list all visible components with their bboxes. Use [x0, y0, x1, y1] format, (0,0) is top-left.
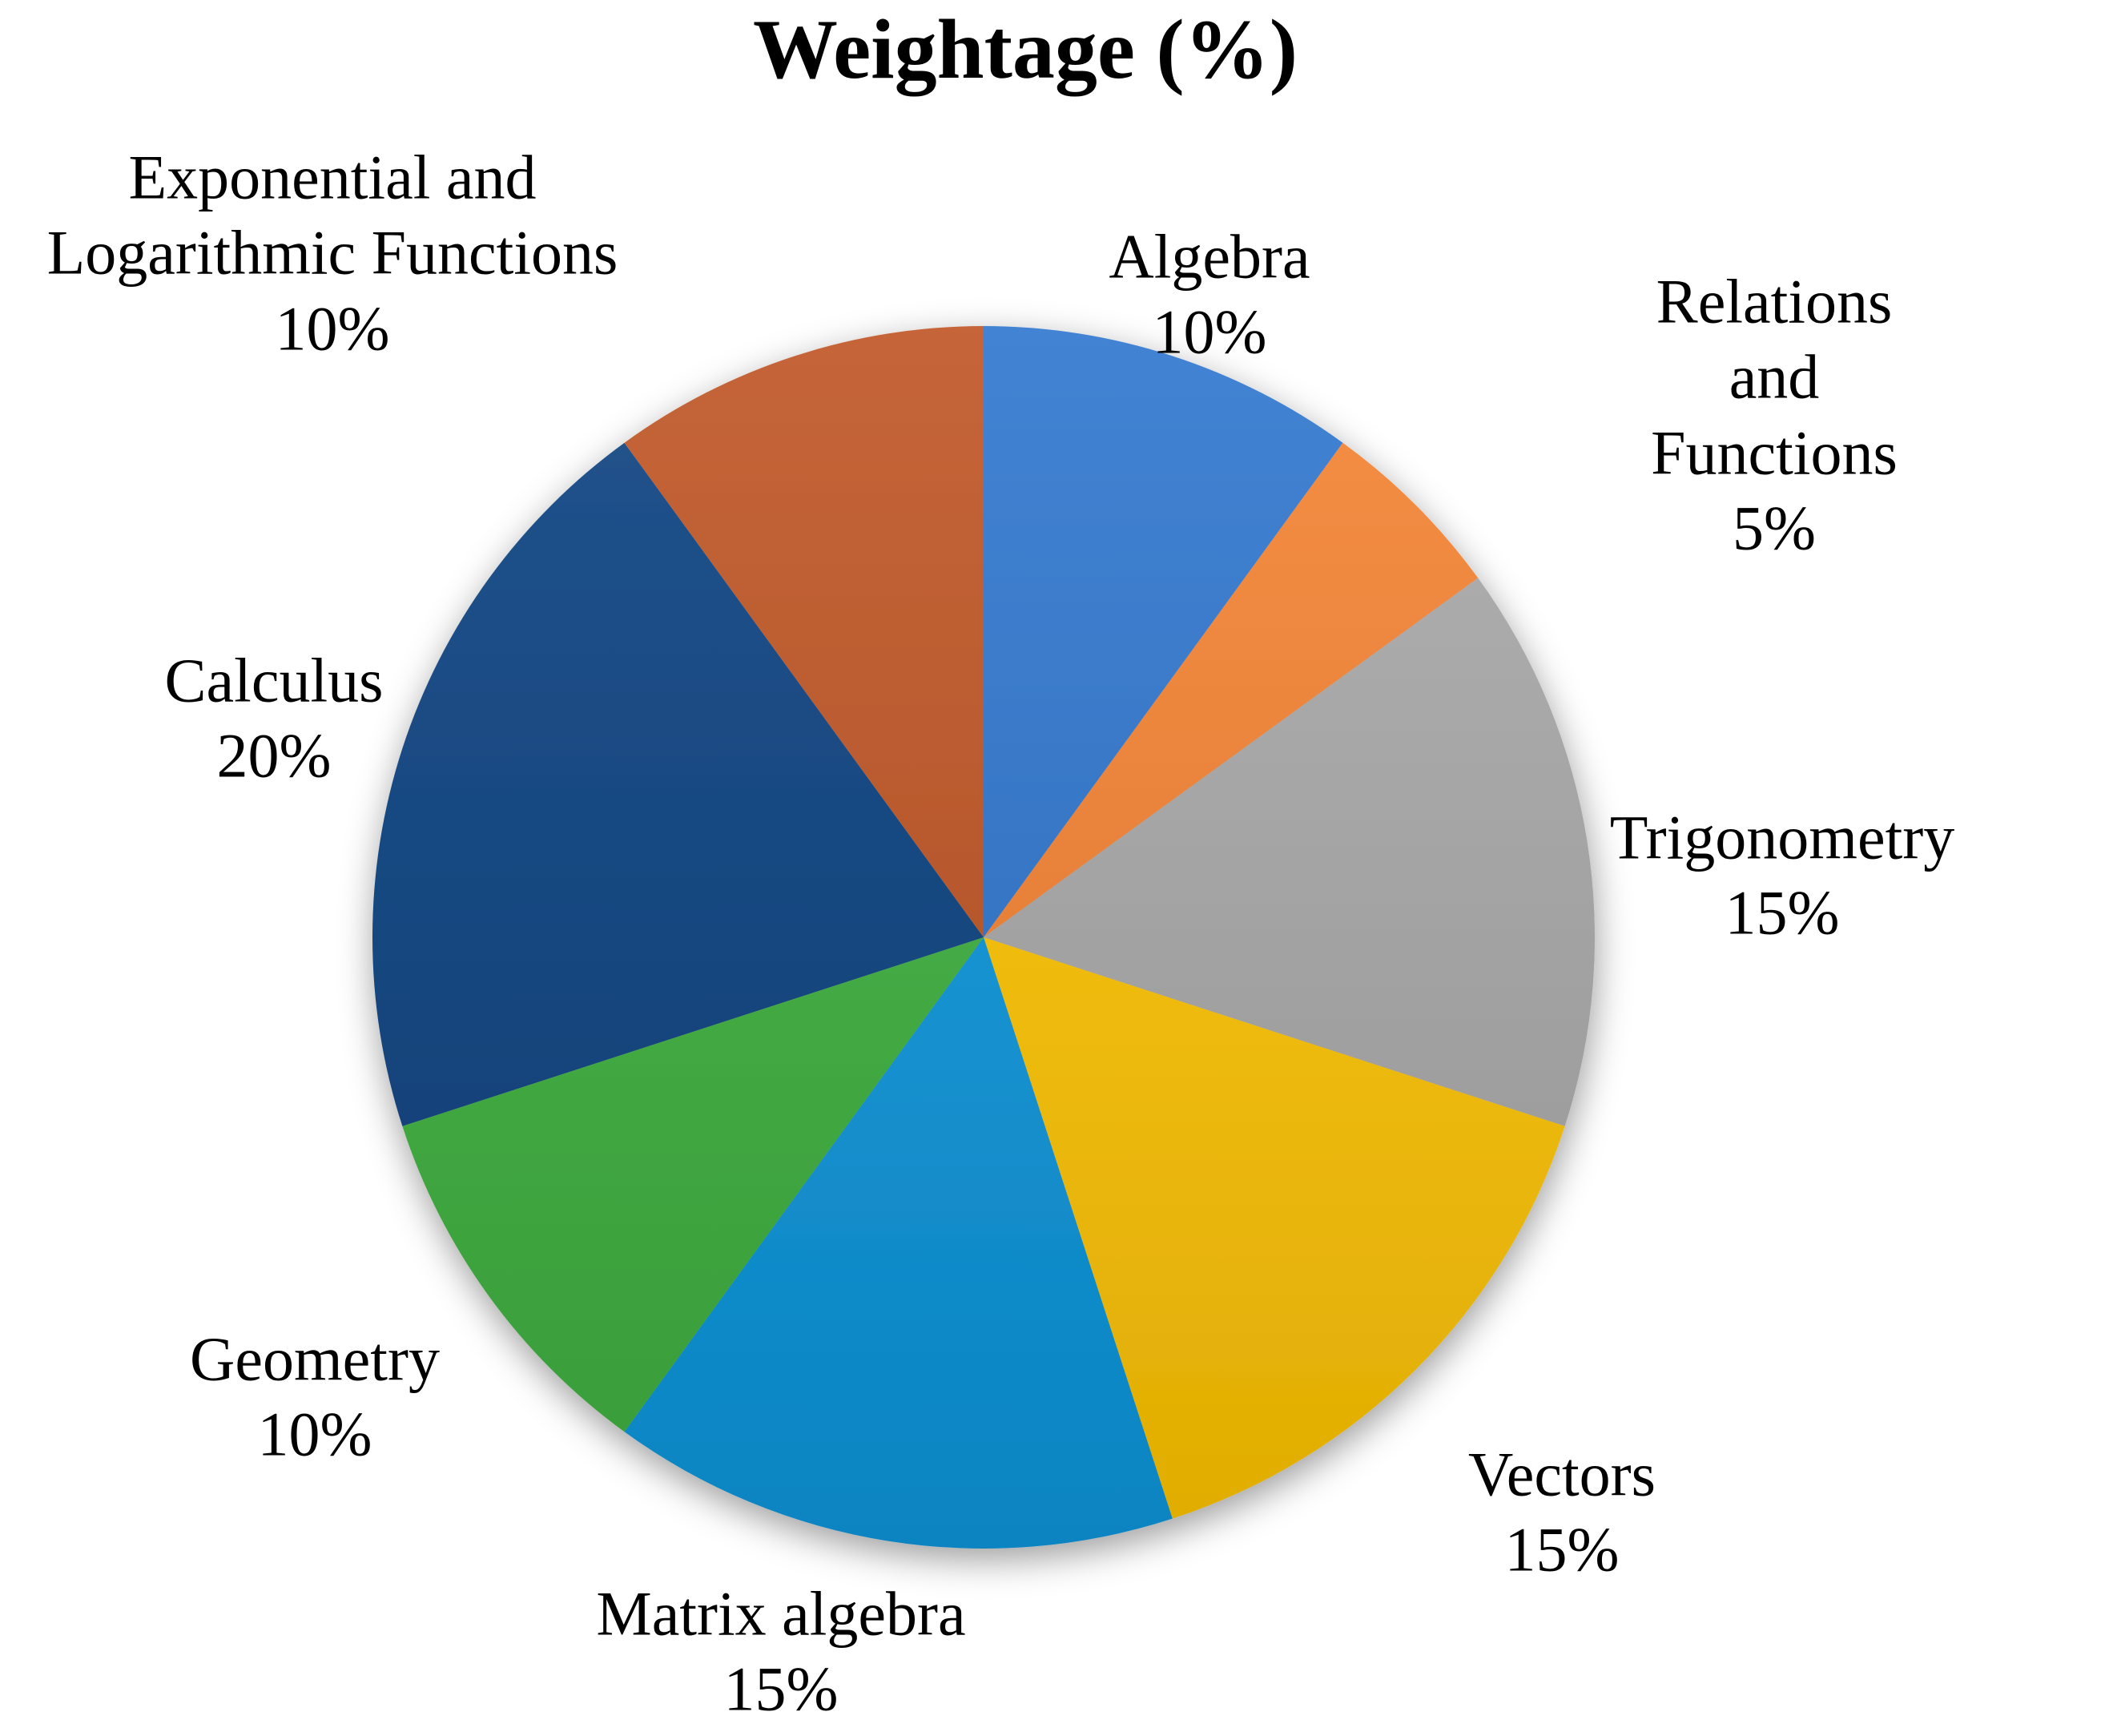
pie-slice-geometry: [402, 937, 984, 1432]
slice-label-trigonometry: Trigonometry 15%: [1609, 802, 1955, 948]
slice-label-geometry: Geometry 10%: [190, 1323, 440, 1469]
slice-label-algebra: Algebra 10%: [1109, 221, 1310, 367]
pie-slice-algebra: [984, 326, 1343, 937]
pie-slice-matrix-algebra: [624, 937, 1173, 1549]
pie-slice-exponential-and: [624, 326, 984, 937]
slice-label-relations-and-functions: Relations and Functions 5%: [1651, 266, 1898, 563]
pie-slice-trigonometry: [984, 578, 1596, 1126]
pie-slice-vectors: [984, 937, 1565, 1519]
slice-label-calculus: Calculus 20%: [164, 645, 384, 791]
pie-slice-calculus: [372, 442, 984, 1126]
pie-slice-relations-and-functions: [984, 442, 1479, 937]
chart-title: Weightage (%): [752, 2, 1298, 96]
slice-label-vectors: Vectors 15%: [1468, 1439, 1656, 1585]
slice-label-exponential-and: Exponential and Logarithmic Functions 10…: [46, 142, 618, 364]
slice-label-matrix-algebra: Matrix algebra 15%: [596, 1578, 966, 1724]
